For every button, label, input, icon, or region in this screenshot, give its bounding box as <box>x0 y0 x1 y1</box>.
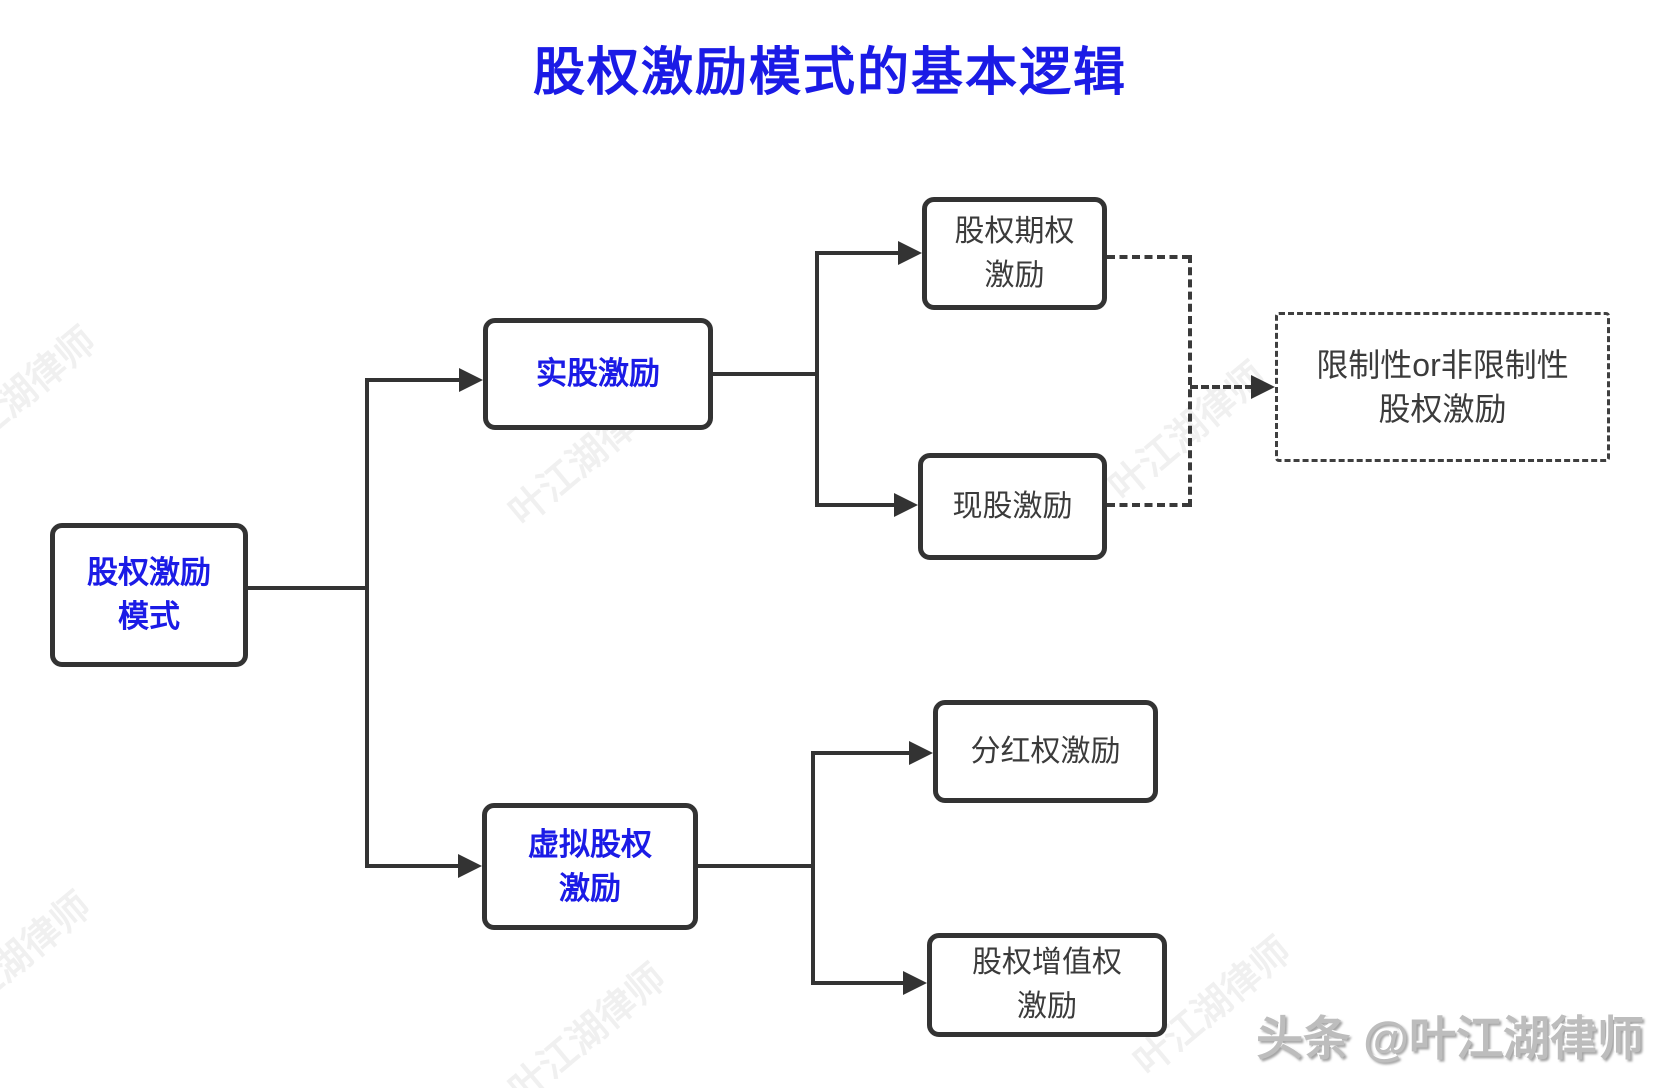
dotted-connector-line <box>1107 503 1190 507</box>
node-appreciation-right-incentive: 股权增值权 激励 <box>927 933 1167 1037</box>
connector-line <box>815 251 819 507</box>
connector-line <box>813 981 903 985</box>
node-label: 股权激励 <box>87 555 211 590</box>
node-label: 实股激励 <box>536 356 660 391</box>
node-label: 激励 <box>1017 990 1077 1023</box>
node-stock-option-incentive: 股权期权 激励 <box>922 197 1107 310</box>
arrowhead-icon <box>458 854 482 878</box>
connector-line <box>367 864 462 868</box>
node-current-stock-incentive: 现股激励 <box>918 453 1107 560</box>
connector-line <box>248 586 367 590</box>
dotted-connector-line <box>1190 385 1253 389</box>
diagonal-watermark: 叶江湖律师 <box>0 319 105 475</box>
node-label: 股权增值权 <box>972 946 1122 979</box>
author-credit-watermark: 头条 @叶江湖律师 <box>1256 1012 1644 1065</box>
node-label: 股权激励 <box>1378 391 1507 427</box>
node-restricted-or-nonrestricted-equity: 限制性or非限制性 股权激励 <box>1275 312 1610 462</box>
connector-line <box>367 378 463 382</box>
diagonal-watermark: 叶江湖律师 <box>0 884 100 1040</box>
dotted-connector-line <box>1188 255 1192 507</box>
connector-line <box>698 864 813 868</box>
connector-line <box>713 372 817 376</box>
connector-line <box>811 751 815 985</box>
node-real-equity-incentive: 实股激励 <box>483 318 713 430</box>
node-label: 股权期权 <box>954 214 1075 248</box>
node-label: 模式 <box>118 599 180 634</box>
node-equity-incentive-model: 股权激励 模式 <box>50 523 248 667</box>
node-label: 分红权激励 <box>970 734 1121 768</box>
diagram-title: 股权激励模式的基本逻辑 <box>532 44 1127 102</box>
arrowhead-icon <box>459 368 483 392</box>
connector-line <box>817 251 900 255</box>
node-dividend-right-incentive: 分红权激励 <box>933 700 1158 803</box>
arrowhead-icon <box>898 241 922 265</box>
dotted-connector-line <box>1107 255 1190 259</box>
arrowhead-icon <box>903 971 927 995</box>
connector-line <box>817 503 896 507</box>
node-virtual-equity-incentive: 虚拟股权 激励 <box>482 803 698 930</box>
node-label: 现股激励 <box>952 489 1073 523</box>
arrowhead-icon <box>909 741 933 765</box>
diagonal-watermark: 叶江湖律师 <box>1101 354 1275 510</box>
node-label: 虚拟股权 <box>528 826 652 862</box>
node-label: 限制性or非限制性 <box>1316 347 1569 383</box>
node-label: 激励 <box>984 258 1045 292</box>
node-label: 激励 <box>559 870 621 906</box>
diagonal-watermark: 叶江湖律师 <box>501 956 675 1088</box>
arrowhead-icon <box>894 493 918 517</box>
arrowhead-icon <box>1251 375 1275 399</box>
connector-line <box>813 751 909 755</box>
connector-line <box>365 378 369 868</box>
